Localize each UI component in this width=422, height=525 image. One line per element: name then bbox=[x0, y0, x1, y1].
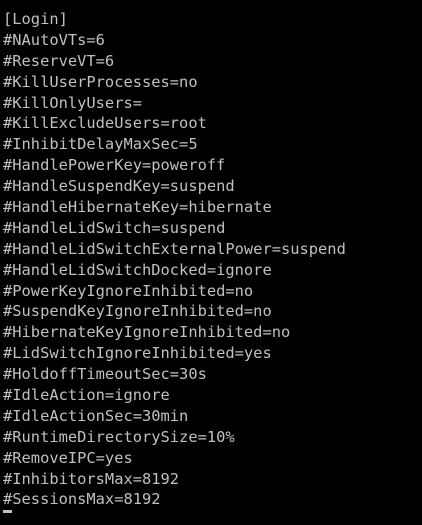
config-line-handlehibernatekey: #HandleHibernateKey=hibernate bbox=[3, 198, 272, 217]
config-line-removeipc: #RemoveIPC=yes bbox=[3, 448, 133, 467]
config-line-handlepowerkey: #HandlePowerKey=poweroff bbox=[3, 156, 226, 175]
config-line-nautovts: #NAutoVTs=6 bbox=[3, 30, 105, 49]
config-line-killonlyusers: #KillOnlyUsers= bbox=[3, 93, 142, 112]
config-line-killuserprocesses: #KillUserProcesses=no bbox=[3, 72, 198, 91]
text-cursor bbox=[3, 510, 12, 514]
config-line-handlelidswitchexternalpower: #HandleLidSwitchExternalPower=suspend bbox=[3, 239, 346, 258]
config-line-hibernatekeyignoreinhibited: #HibernateKeyIgnoreInhibited=no bbox=[3, 323, 291, 342]
config-line-killexcludeusers: #KillExcludeUsers=root bbox=[3, 114, 207, 133]
config-line-holdofftimeoutsec: #HoldoffTimeoutSec=30s bbox=[3, 365, 207, 384]
config-line-section-header: [Login] bbox=[3, 10, 68, 28]
config-line-idleaction: #IdleAction=ignore bbox=[3, 386, 170, 405]
config-line-handlelidswitchdocked: #HandleLidSwitchDocked=ignore bbox=[3, 260, 272, 279]
config-line-handlesuspendkey: #HandleSuspendKey=suspend bbox=[3, 177, 235, 196]
config-line-runtimedirectorysize: #RuntimeDirectorySize=10% bbox=[3, 427, 235, 446]
config-line-reservevt: #ReserveVT=6 bbox=[3, 51, 115, 70]
config-line-powerkeyignoreinhibited: #PowerKeyIgnoreInhibited=no bbox=[3, 281, 254, 300]
cursor-row bbox=[3, 510, 346, 520]
config-line-idleactionsec: #IdleActionSec=30min bbox=[3, 406, 189, 425]
config-file-content: [Login] #NAutoVTs=6 #ReserveVT=6 #KillUs… bbox=[3, 9, 346, 520]
config-line-inhibitdelaymaxsec: #InhibitDelayMaxSec=5 bbox=[3, 135, 198, 154]
config-line-suspendkeyignoreinhibited: #SuspendKeyIgnoreInhibited=no bbox=[3, 302, 272, 321]
config-line-sessionsmax: #SessionsMax=8192 bbox=[3, 490, 161, 509]
config-line-lidswitchignoreinhibited: #LidSwitchIgnoreInhibited=yes bbox=[3, 344, 272, 363]
config-line-handlelidswitch: #HandleLidSwitch=suspend bbox=[3, 218, 226, 237]
config-line-inhibitorsmax: #InhibitorsMax=8192 bbox=[3, 469, 180, 488]
